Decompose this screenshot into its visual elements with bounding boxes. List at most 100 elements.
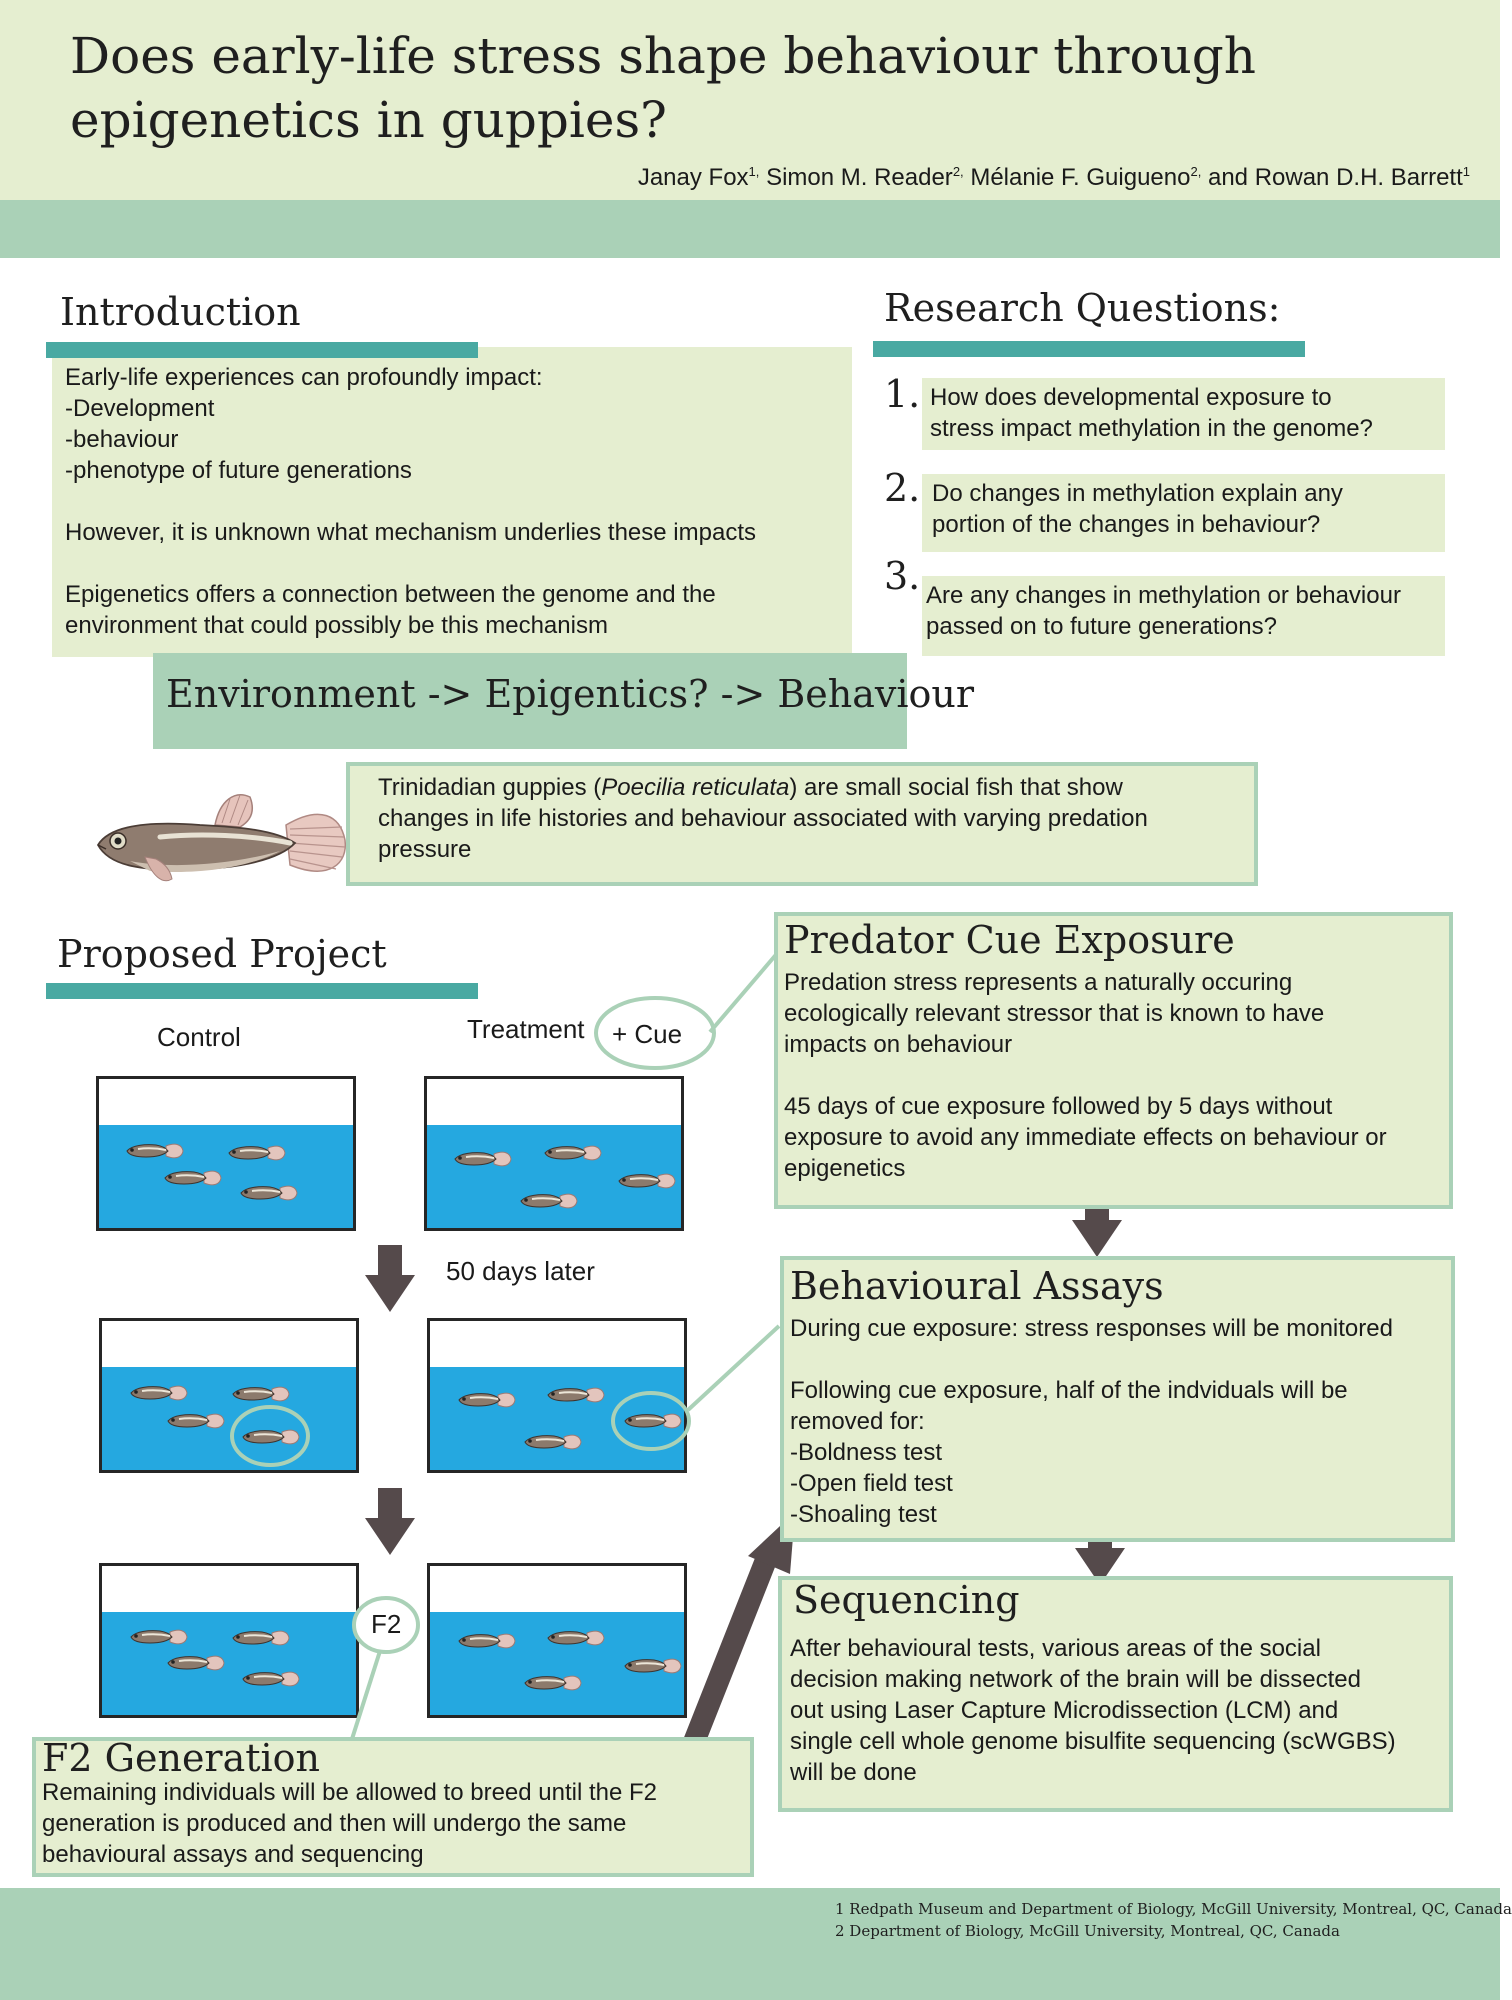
title-line-2: epigenetics in guppies?: [70, 91, 667, 149]
f2-line: Remaining individuals will be allowed to…: [42, 1779, 658, 1806]
predator-cue-box: [774, 912, 1453, 1209]
intro-paragraph: However, it is unknown what mechanism un…: [65, 519, 756, 546]
author-name: Simon M. Reader: [766, 164, 953, 191]
guppy-text: ) are small social fish that show: [789, 774, 1123, 801]
guppy-icon: [524, 1675, 582, 1691]
guppy-icon: [96, 794, 347, 882]
guppy-icon: [130, 1629, 188, 1645]
down-arrow-icon: [365, 1488, 415, 1555]
guppy-icon: [228, 1145, 286, 1161]
rq-number: 3.: [884, 554, 921, 598]
guppy-icon: [232, 1386, 290, 1402]
intro-line: -behaviour: [65, 426, 179, 453]
sequencing-box: [778, 1576, 1453, 1812]
rq-text: stress impact methylation in the genome?: [930, 415, 1373, 442]
author-affiliation: 1: [1462, 164, 1470, 179]
behavioural-assays-text: During cue exposure: stress responses wi…: [790, 1313, 1452, 1530]
guppy-text: Trinidadian guppies (: [378, 774, 602, 801]
poster-title: Does early-life stress shape behaviour t…: [70, 24, 1370, 152]
cue-label: + Cue: [612, 1019, 683, 1049]
rq-item-3: Are any changes in methylation or behavi…: [922, 576, 1445, 656]
environment-banner: [153, 653, 907, 749]
assay-test-item: -Open field test: [790, 1470, 953, 1497]
guppy-icon: [624, 1413, 682, 1429]
assay-line: Following cue exposure, half of the indv…: [790, 1377, 1348, 1404]
guppy-icon: [164, 1170, 222, 1186]
selected-fish-circle: [230, 1405, 310, 1467]
rq-number: 1.: [884, 372, 921, 416]
f2-generation-title: F2 Generation: [42, 1736, 321, 1780]
header-band: [0, 0, 1500, 200]
proposed-project-title: Proposed Project: [57, 932, 387, 976]
species-name: Poecilia reticulata: [601, 774, 790, 801]
f2-generation-box: [32, 1737, 754, 1877]
guppy-icon: [547, 1630, 605, 1646]
sequencing-line: After behavioural tests, various areas o…: [790, 1635, 1321, 1662]
guppy-icon: [618, 1173, 676, 1189]
guppy-icon: [458, 1633, 516, 1649]
sequencing-text: After behavioural tests, various areas o…: [790, 1633, 1452, 1788]
f2-circle: [352, 1596, 420, 1654]
guppy-description-box: [346, 762, 1258, 886]
intro-title: Introduction: [60, 290, 301, 334]
rq-number: 2.: [884, 466, 921, 510]
rq-text: portion of the changes in behaviour?: [932, 511, 1321, 538]
guppy-icon: [624, 1658, 682, 1674]
guppy-icon: [520, 1193, 578, 1209]
guppy-icon: [130, 1385, 188, 1401]
sequencing-line: single cell whole genome bisulfite seque…: [790, 1728, 1396, 1755]
predator-cue-line: 45 days of cue exposure followed by 5 da…: [784, 1093, 1333, 1120]
author-name: and Rowan D.H. Barrett: [1207, 164, 1463, 191]
author-affiliation: 2,: [952, 164, 964, 179]
intro-title-bar: [46, 342, 478, 358]
predator-cue-line: impacts on behaviour: [784, 1031, 1013, 1058]
guppy-illustration: [96, 794, 347, 882]
predator-cue-line: Predation stress represents a naturally …: [784, 969, 1293, 996]
behavioural-assays-box: [780, 1256, 1455, 1542]
tank-control-1: [96, 1076, 356, 1231]
intro-line: -phenotype of future generations: [65, 457, 412, 484]
intro-paragraph: Epigenetics offers a connection between …: [65, 581, 716, 608]
sequencing-line: decision making network of the brain wil…: [790, 1666, 1361, 1693]
connector-line: [350, 1650, 382, 1740]
assay-line: removed for:: [790, 1408, 925, 1435]
sequencing-title: Sequencing: [793, 1578, 1020, 1622]
predator-cue-text: Predation stress represents a naturally …: [784, 967, 1449, 1184]
rq-item-1: How does developmental exposure to stres…: [922, 378, 1445, 450]
f2-line: behavioural assays and sequencing: [42, 1841, 424, 1868]
treatment-label: Treatment: [467, 1014, 585, 1044]
assay-line: During cue exposure: stress responses wi…: [790, 1315, 1393, 1342]
guppy-icon: [232, 1630, 290, 1646]
rq-text: How does developmental exposure to: [930, 384, 1332, 411]
predator-cue-line: epigenetics: [784, 1155, 906, 1182]
proposed-project-title-bar: [46, 983, 478, 999]
header-stripe: [0, 200, 1500, 258]
assay-test-item: -Boldness test: [790, 1439, 943, 1466]
author-list: Janay Fox1, Simon M. Reader2, Mélanie F.…: [638, 164, 1470, 192]
intro-text: Early-life experiences can profoundly im…: [65, 362, 845, 641]
guppy-icon: [167, 1655, 225, 1671]
guppy-icon: [242, 1429, 300, 1445]
rq-text: Are any changes in methylation or behavi…: [926, 582, 1401, 609]
author-name: Janay Fox: [637, 164, 749, 191]
f2-line: generation is produced and then will und…: [42, 1810, 627, 1837]
author-affiliation: 2,: [1190, 164, 1202, 179]
assay-test-item: -Shoaling test: [790, 1501, 937, 1528]
author-affiliation: 1,: [748, 164, 760, 179]
cue-circle: [594, 996, 716, 1070]
sequencing-line: out using Laser Capture Microdissection …: [790, 1697, 1339, 1724]
down-arrow-icon: [365, 1245, 415, 1312]
guppy-icon: [458, 1392, 516, 1408]
guppy-icon: [126, 1143, 184, 1159]
sequencing-line: will be done: [790, 1759, 917, 1786]
footnote-affiliation-2: 2 Department of Biology, McGill Universi…: [835, 1922, 1340, 1940]
guppy-icon: [240, 1185, 298, 1201]
intro-line: -Development: [65, 395, 215, 422]
guppy-icon: [242, 1671, 300, 1687]
connector-line: [708, 948, 782, 1034]
predator-cue-line: exposure to avoid any immediate effects …: [784, 1124, 1387, 1151]
guppy-icon: [454, 1151, 512, 1167]
footnote-affiliation-1: 1 Redpath Museum and Department of Biolo…: [835, 1900, 1512, 1918]
research-questions-title: Research Questions:: [884, 286, 1281, 330]
selected-fish-circle: [611, 1391, 691, 1451]
